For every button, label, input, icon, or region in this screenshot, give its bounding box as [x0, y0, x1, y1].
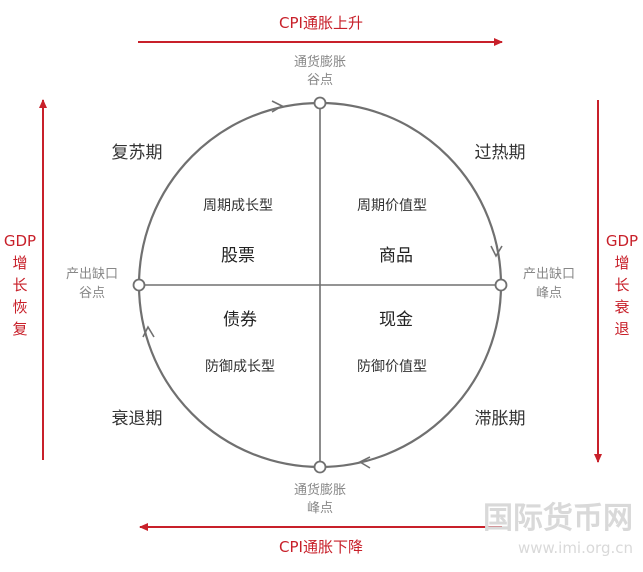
node-top-label: 通货膨胀 谷点 [294, 54, 346, 88]
clockwise-arrow-icon [490, 245, 503, 258]
quadrant-bottom-left-style: 防御成长型 [205, 359, 275, 375]
quadrant-top-left-asset: 股票 [221, 246, 255, 266]
phase-recession: 衰退期 [112, 409, 163, 429]
phase-recovery: 复苏期 [112, 143, 163, 163]
phase-overheat: 过热期 [475, 143, 526, 163]
left-axis-line: GDP [4, 232, 36, 250]
right-axis-line: 长 [614, 276, 629, 294]
left-axis-line: 长 [12, 276, 27, 294]
node-label-line: 通货膨胀 [294, 54, 346, 70]
node-label-line: 峰点 [307, 501, 333, 516]
watermark-url: www.imi.org.cn [518, 539, 633, 557]
node-top-marker [313, 96, 327, 110]
quadrant-bottom-right-style: 防御价值型 [357, 359, 427, 375]
node-right-marker [494, 278, 508, 292]
left-axis-label: GDP 增 长 恢 复 [4, 232, 36, 338]
right-axis-line: GDP [606, 232, 638, 250]
node-label-line: 通货膨胀 [294, 482, 346, 498]
quadrant-bottom-right-asset: 现金 [379, 310, 413, 330]
clockwise-arrow-icon [358, 456, 371, 469]
node-left-label: 产出缺口 谷点 [66, 267, 118, 301]
right-axis-label: GDP 增 长 衰 退 [606, 232, 638, 338]
left-axis-line: 增 [12, 254, 27, 272]
node-left-marker [132, 278, 146, 292]
clockwise-arrow-icon [142, 325, 155, 338]
node-right-label: 产出缺口 峰点 [523, 267, 575, 301]
node-label-line: 产出缺口 [66, 267, 118, 282]
watermark-logo: 国际货币网 [483, 501, 633, 536]
node-bottom-marker [313, 460, 327, 474]
right-axis-line: 增 [614, 254, 629, 272]
node-label-line: 峰点 [536, 286, 562, 301]
top-axis-label: CPI通胀上升 [279, 14, 363, 32]
node-bottom-label: 通货膨胀 峰点 [294, 482, 346, 516]
right-axis-line: 退 [614, 320, 629, 338]
quadrant-top-right-style: 周期价值型 [357, 198, 427, 214]
right-axis-line: 衰 [614, 298, 629, 316]
quadrant-top-left-style: 周期成长型 [203, 198, 273, 214]
left-axis-line: 恢 [12, 298, 27, 316]
node-label-line: 产出缺口 [523, 267, 575, 282]
phase-stagflation: 滞胀期 [475, 409, 526, 429]
node-label-line: 谷点 [307, 73, 333, 88]
clockwise-arrow-icon [271, 100, 284, 113]
quadrant-bottom-left-asset: 债券 [223, 310, 257, 330]
bottom-axis-label: CPI通胀下降 [279, 538, 363, 556]
node-label-line: 谷点 [79, 286, 105, 301]
quadrant-top-right-asset: 商品 [379, 246, 413, 266]
left-axis-line: 复 [12, 320, 27, 338]
